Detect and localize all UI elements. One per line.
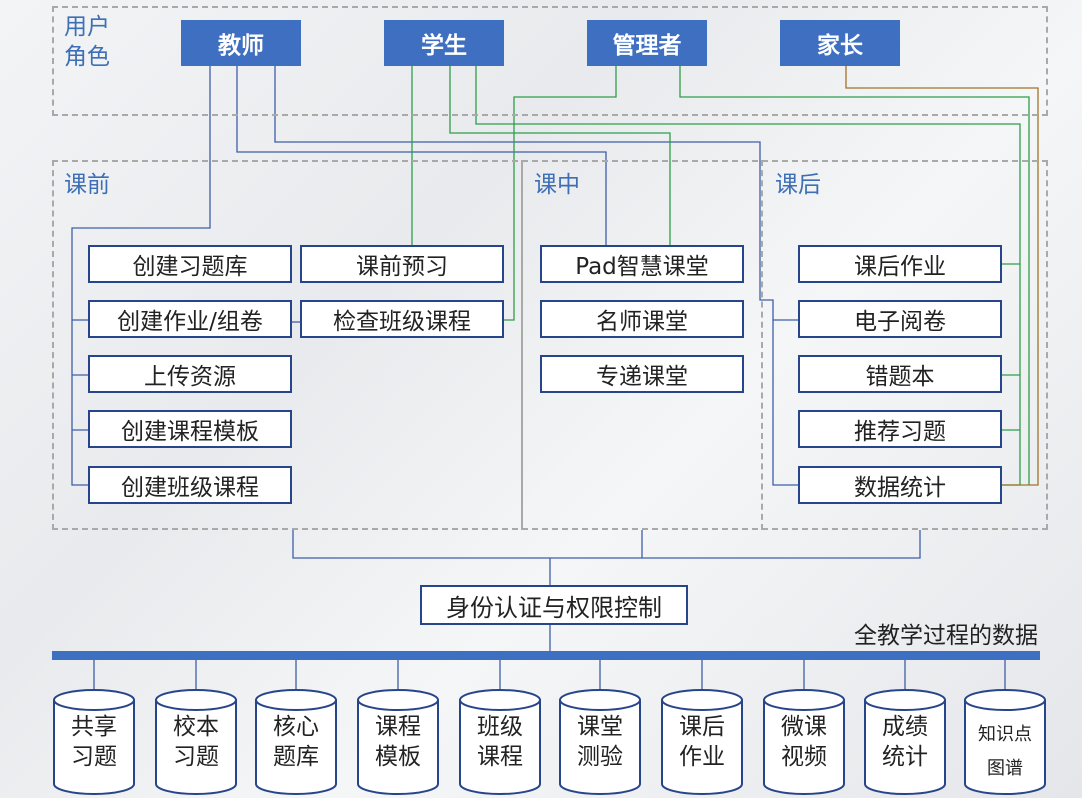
- database-label-line: 知识点: [978, 724, 1032, 745]
- mistake-book-box[interactable]: 错题本: [798, 355, 1002, 393]
- database-icon: [559, 689, 641, 795]
- database-label: 校本习题: [154, 712, 238, 772]
- database-label-line: 共享: [71, 714, 117, 740]
- teacher-to-pre-class-line: [71, 66, 211, 486]
- database-cylinder[interactable]: 微课视频: [762, 688, 846, 796]
- database-label-line: 测验: [577, 744, 623, 770]
- role-teacher[interactable]: 教师: [181, 20, 301, 66]
- database-icon: [763, 689, 845, 795]
- database-label-line: 班级: [477, 714, 523, 740]
- database-label-line: 习题: [173, 744, 219, 770]
- database-label-line: 统计: [882, 744, 928, 770]
- database-label: 知识点图谱: [963, 718, 1047, 786]
- electronic-grading-box[interactable]: 电子阅卷: [798, 300, 1002, 338]
- database-cylinder[interactable]: 校本习题: [154, 688, 238, 796]
- database-label: 共享习题: [52, 712, 136, 772]
- database-label-line: 图谱: [987, 758, 1023, 779]
- database-label: 课堂测验: [558, 712, 642, 772]
- database-cylinder[interactable]: 知识点图谱: [963, 688, 1047, 796]
- manager-to-check-line: [503, 66, 617, 321]
- in-class-label: 课中: [534, 172, 580, 198]
- create-question-bank-box[interactable]: 创建习题库: [88, 245, 292, 283]
- pre-class-preview-box[interactable]: 课前预习: [300, 245, 504, 283]
- create-course-template-box[interactable]: 创建课程模板: [88, 410, 292, 448]
- database-icon: [964, 689, 1046, 795]
- database-label: 课后作业: [660, 712, 744, 772]
- data-statistics-box[interactable]: 数据统计: [798, 466, 1002, 504]
- delivery-classroom-box[interactable]: 专递课堂: [540, 355, 744, 393]
- pre-class-label: 课前: [64, 172, 110, 198]
- database-label-line: 课堂: [577, 714, 623, 740]
- database-cylinder[interactable]: 成绩统计: [863, 688, 947, 796]
- database-label-line: 核心: [273, 714, 319, 740]
- data-bus: [52, 651, 1040, 660]
- manager-to-stats-line: [679, 66, 1030, 485]
- database-icon: [357, 689, 439, 795]
- database-cylinder[interactable]: 课程模板: [356, 688, 440, 796]
- phase-regions: [52, 160, 1048, 530]
- database-label-line: 微课: [781, 714, 827, 740]
- user-role-label: 用户 角色: [64, 14, 110, 70]
- database-icon: [155, 689, 237, 795]
- teacher-to-post-class-line: [274, 66, 799, 486]
- database-cylinder[interactable]: 共享习题: [52, 688, 136, 796]
- database-label-line: 习题: [71, 744, 117, 770]
- post-class-label: 课后: [775, 172, 821, 198]
- create-class-course-box[interactable]: 创建班级课程: [88, 466, 292, 504]
- teacher-to-in-class-line: [236, 66, 607, 245]
- database-icon: [53, 689, 135, 795]
- database-icon: [864, 689, 946, 795]
- database-cylinder[interactable]: 核心题库: [254, 688, 338, 796]
- database-label-line: 课程: [477, 744, 523, 770]
- data-bus-label: 全教学过程的数据: [854, 623, 1038, 649]
- role-parent[interactable]: 家长: [780, 20, 900, 66]
- parent-to-stats-line: [845, 66, 1039, 486]
- database-label-line: 模板: [375, 744, 421, 770]
- database-icon: [661, 689, 743, 795]
- database-cylinder[interactable]: 班级课程: [458, 688, 542, 796]
- database-label: 微课视频: [762, 712, 846, 772]
- role-manager[interactable]: 管理者: [587, 20, 707, 66]
- famous-teacher-classroom-box[interactable]: 名师课堂: [540, 300, 744, 338]
- database-label-line: 题库: [273, 744, 319, 770]
- database-label: 核心题库: [254, 712, 338, 772]
- database-cylinder[interactable]: 课堂测验: [558, 688, 642, 796]
- database-icon: [255, 689, 337, 795]
- in-class-divider-right: [761, 160, 763, 530]
- after-class-homework-box[interactable]: 课后作业: [798, 245, 1002, 283]
- identity-auth-box[interactable]: 身份认证与权限控制: [420, 585, 688, 625]
- role-student[interactable]: 学生: [384, 20, 504, 66]
- check-class-course-box[interactable]: 检查班级课程: [300, 300, 504, 338]
- student-to-pad-line: [449, 66, 671, 245]
- recommended-exercises-box[interactable]: 推荐习题: [798, 410, 1002, 448]
- user-role-region: [52, 6, 1048, 116]
- database-label: 课程模板: [356, 712, 440, 772]
- database-label-line: 成绩: [882, 714, 928, 740]
- upload-resource-box[interactable]: 上传资源: [88, 355, 292, 393]
- database-cylinder[interactable]: 课后作业: [660, 688, 744, 796]
- database-label: 成绩统计: [863, 712, 947, 772]
- database-label-line: 校本: [173, 714, 219, 740]
- database-label-line: 视频: [781, 744, 827, 770]
- in-class-divider-left: [521, 160, 523, 530]
- database-icon: [459, 689, 541, 795]
- pad-smart-classroom-box[interactable]: Pad智慧课堂: [540, 245, 744, 283]
- database-label-line: 课程: [375, 714, 421, 740]
- database-label-line: 作业: [679, 744, 725, 770]
- regions-to-auth-line: [292, 530, 921, 586]
- database-label-line: 课后: [679, 714, 725, 740]
- create-homework-box[interactable]: 创建作业/组卷: [88, 300, 292, 338]
- database-label: 班级课程: [458, 712, 542, 772]
